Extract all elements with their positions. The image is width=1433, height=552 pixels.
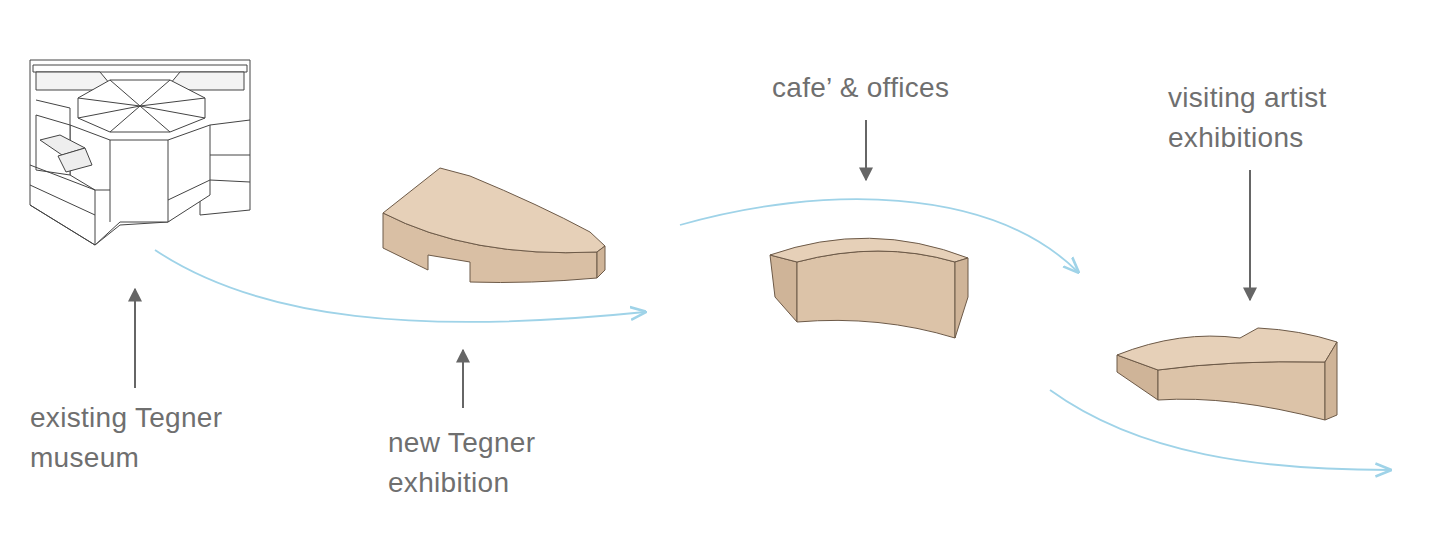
- visiting-artist-block: [1117, 328, 1337, 420]
- visiting-label: visiting artist exhibitions: [1168, 78, 1383, 158]
- label-box: cafe’ & offices: [772, 68, 1032, 108]
- leader-arrows: [135, 120, 1250, 408]
- museum-label: existing Tegner museum: [30, 398, 275, 478]
- label-box: visiting artist exhibitions: [1168, 78, 1383, 158]
- new-exhibition-block: [383, 168, 605, 283]
- label-box: existing Tegner museum: [30, 398, 275, 478]
- flow-curves: [155, 199, 1390, 470]
- museum-drawing: [30, 60, 250, 245]
- cafe-offices-block: [770, 238, 968, 338]
- exhibition-label: new Tegner exhibition: [388, 423, 603, 503]
- label-box: new Tegner exhibition: [388, 423, 603, 503]
- cafe-label: cafe’ & offices: [772, 68, 1032, 108]
